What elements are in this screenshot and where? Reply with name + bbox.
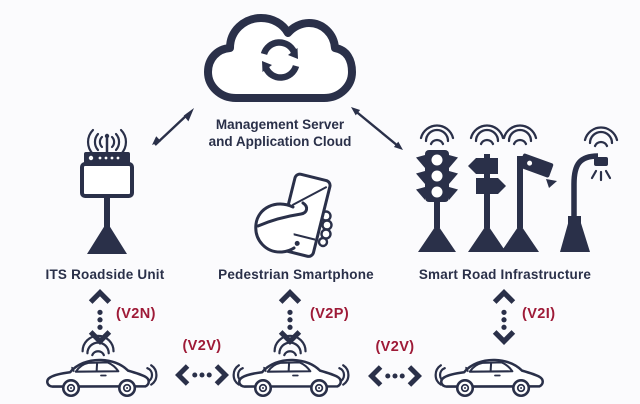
double-arrow-cloud-infrastructure [351, 107, 403, 150]
v2v-label-right: (V2V) [375, 339, 415, 355]
v2n-dotted-arrow-icon [88, 289, 112, 345]
hand-icon [254, 202, 296, 254]
v2v-dotted-arrow-icon [368, 365, 422, 387]
direction-sign-icon [468, 124, 506, 252]
roadside-unit-icon [80, 128, 134, 254]
car-icon [232, 334, 350, 398]
pedestrian-smartphone-label: Pedestrian Smartphone [218, 267, 374, 282]
car-icon [46, 334, 158, 398]
roadside-unit-label: ITS Roadside Unit [45, 267, 165, 282]
cctv-camera-icon [501, 124, 557, 252]
v2p-label: (V2P) [310, 306, 350, 322]
v2i-dotted-arrow-icon [492, 289, 516, 345]
hand-smartphone-icon [254, 172, 333, 258]
v2v-dotted-arrow-icon [175, 364, 229, 386]
traffic-light-icon [416, 124, 458, 252]
infrastructure-label: Smart Road Infrastructure [418, 267, 592, 282]
cloud-caption: Management Server and Application Cloud [190, 116, 370, 150]
v2i-label: (V2I) [522, 306, 556, 322]
double-arrow-cloud-roadside [152, 108, 194, 146]
car-icon [434, 358, 545, 398]
cloud-caption-line2: and Application Cloud [208, 134, 352, 149]
cloud-icon [204, 14, 356, 102]
v2n-label: (V2N) [116, 306, 156, 322]
v2v-label-left: (V2V) [182, 338, 222, 354]
v2p-dotted-arrow-icon [278, 289, 302, 345]
light-rays-icon [590, 169, 612, 182]
sync-icon [260, 39, 300, 81]
street-lamp-icon [560, 126, 619, 252]
cloud-caption-line1: Management Server [215, 117, 345, 132]
